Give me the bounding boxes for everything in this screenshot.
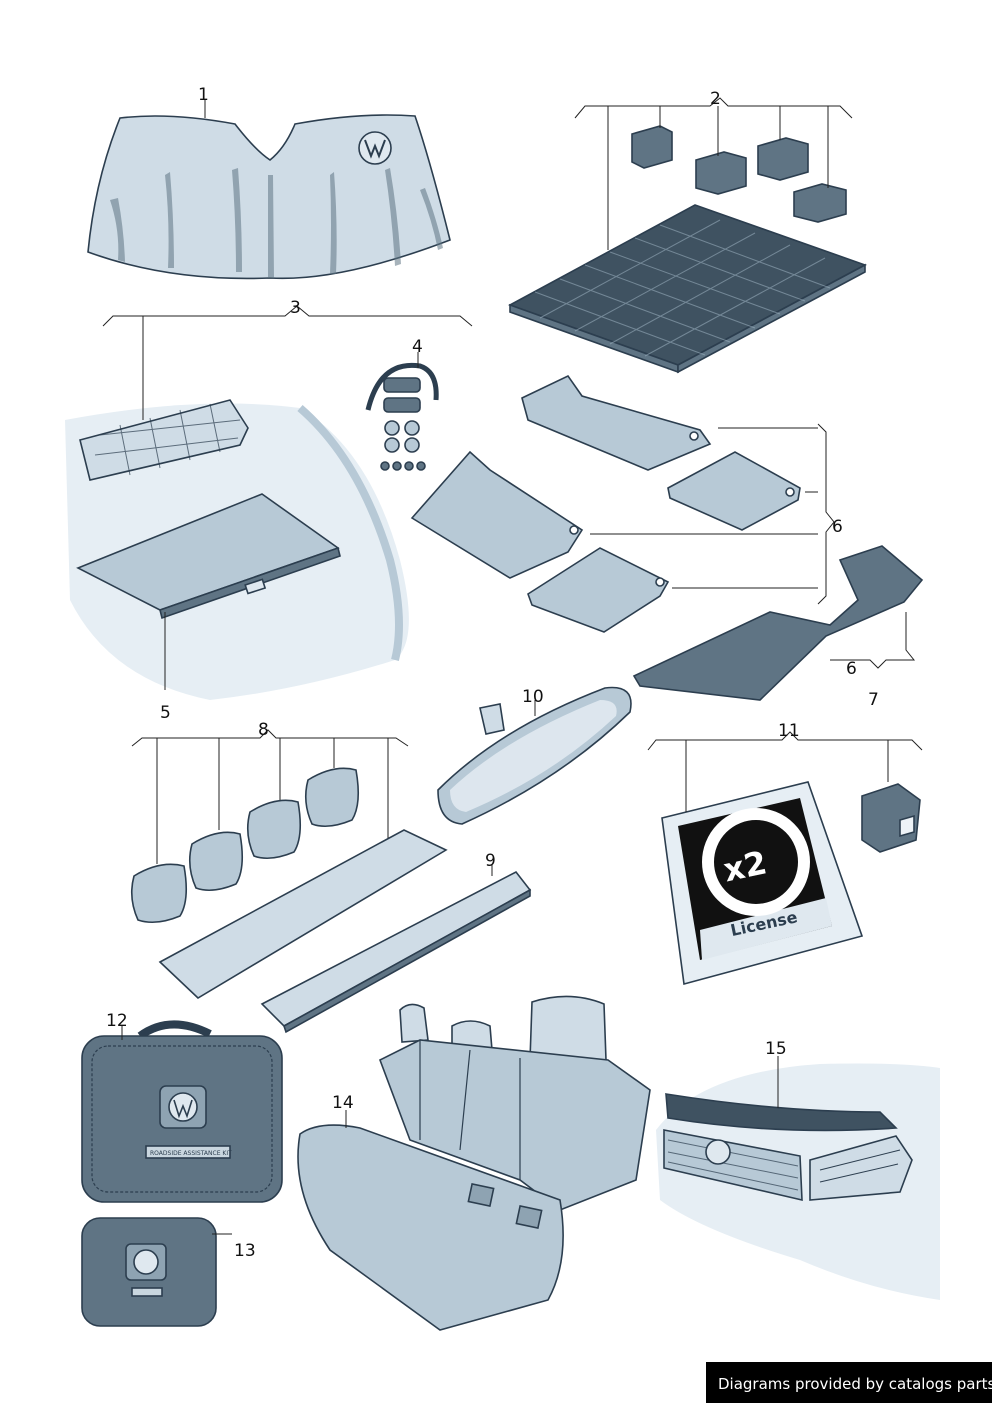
footer-badge [706, 1362, 992, 1403]
callout-5: 5 [160, 703, 171, 723]
callout-2: 2 [710, 89, 721, 109]
cargo-area-with-net-and-cover [65, 399, 409, 700]
callout-11: 11 [778, 721, 800, 741]
callout-6b: 6 [846, 659, 857, 679]
callout-4: 4 [412, 337, 423, 357]
callout-8: 8 [258, 720, 269, 740]
roadside-assistance-bag: ROADSIDE ASSISTANCE KIT [81, 1020, 283, 1203]
footer-text: Diagrams provided by catalogs parts [718, 1375, 992, 1393]
license-multiplier: x2 [720, 843, 770, 889]
door-handle-cup-protectors [130, 767, 448, 999]
callout-14: 14 [332, 1093, 354, 1113]
callout-3: 3 [290, 298, 301, 318]
callout-10: 10 [522, 687, 544, 707]
callout-6a: 6 [832, 517, 843, 537]
windshield-sunshade [87, 114, 451, 280]
rearview-mirror [437, 686, 632, 825]
callout-1: 1 [198, 85, 209, 105]
mounting-kit [365, 362, 439, 471]
callout-9: 9 [485, 851, 496, 871]
software-license-package: x2 License [661, 781, 864, 986]
hood-deflector-on-car [656, 1063, 940, 1300]
callout-12: 12 [106, 1011, 128, 1031]
small-pouch [81, 1217, 217, 1327]
callout-13: 13 [234, 1241, 256, 1261]
floor-mats [410, 374, 924, 701]
control-module [861, 783, 921, 853]
kit-label: ROADSIDE ASSISTANCE KIT [150, 1150, 232, 1157]
rear-bumper-protection-strip [260, 870, 532, 1034]
trunk-mat-with-clips [508, 125, 867, 374]
callout-7: 7 [868, 690, 879, 710]
callout-15: 15 [765, 1039, 787, 1059]
rear-seat-cover [297, 995, 651, 1331]
